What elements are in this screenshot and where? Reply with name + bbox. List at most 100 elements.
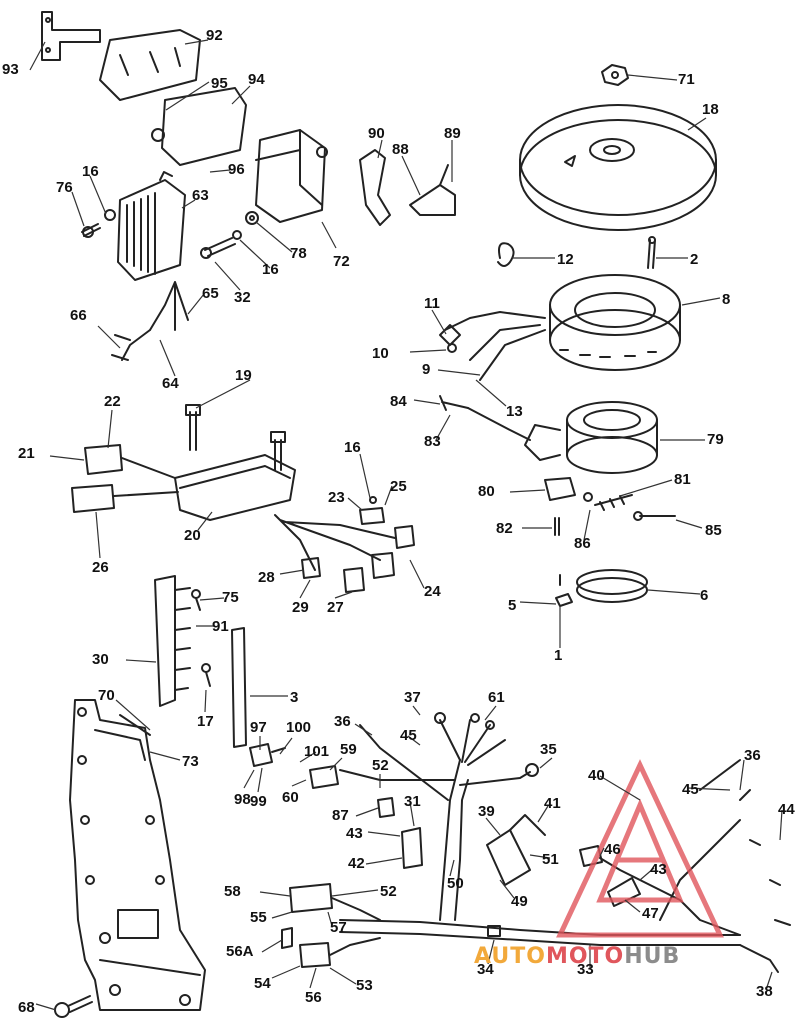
- callout-label: 34: [477, 961, 494, 978]
- watermark-text: AUTOMOTOHUB: [474, 944, 680, 969]
- leader-line: [599, 847, 605, 857]
- part-stator-8: [549, 274, 681, 371]
- callout-label: 35: [540, 741, 557, 758]
- part-wiring-harness: [281, 712, 791, 973]
- leader-line: [401, 155, 421, 196]
- leader-line: [271, 911, 293, 919]
- callout-label: 66: [70, 307, 87, 324]
- leader-line: [537, 805, 549, 823]
- callout-label: 42: [348, 855, 365, 872]
- leader-line: [409, 559, 425, 589]
- part-power-pack-20: [174, 454, 296, 521]
- callout-label: 38: [756, 983, 773, 1000]
- leader-line: [639, 867, 655, 881]
- leader-line: [365, 857, 403, 865]
- callout-label: 50: [447, 875, 464, 892]
- callout-label: 54: [254, 975, 271, 992]
- callout-label: 83: [424, 433, 441, 450]
- part-bracket-93: [41, 11, 101, 61]
- callout-label: 52: [372, 757, 389, 774]
- part-screw-75: [191, 589, 211, 687]
- watermark-part-moto: MOTO: [545, 944, 625, 969]
- leader-line: [509, 489, 546, 493]
- callout-label: 53: [356, 977, 373, 994]
- callout-label: 16: [82, 163, 99, 180]
- leader-line: [331, 889, 379, 897]
- callout-label: 93: [2, 61, 19, 78]
- part-link-80: [544, 477, 676, 536]
- leader-line: [347, 497, 363, 511]
- leader-line: [435, 414, 451, 441]
- leader-line: [115, 699, 151, 731]
- leader-line: [485, 817, 501, 836]
- leader-line: [257, 767, 263, 793]
- callout-label: 44: [778, 801, 795, 818]
- callout-label: 52: [380, 883, 397, 900]
- leader-line: [95, 511, 101, 559]
- leader-line: [195, 379, 251, 409]
- leader-line: [279, 737, 293, 755]
- callout-label: 61: [488, 689, 505, 706]
- callout-label: 76: [56, 179, 73, 196]
- leader-line: [291, 779, 307, 787]
- callout-label: 39: [478, 803, 495, 820]
- callout-label: 80: [478, 483, 495, 500]
- callout-label: 21: [18, 445, 35, 462]
- leader-line: [261, 939, 283, 953]
- leader-line: [107, 409, 113, 449]
- callout-label: 99: [250, 793, 267, 810]
- part-screw-76: [81, 209, 116, 238]
- callout-label: 37: [404, 689, 421, 706]
- callout-label: 17: [197, 713, 214, 730]
- leader-line: [407, 735, 421, 746]
- part-plug-97: [249, 743, 286, 767]
- leader-line: [35, 1003, 57, 1011]
- leader-line: [255, 221, 293, 253]
- callout-label: 73: [182, 753, 199, 770]
- callout-label: 36: [744, 747, 761, 764]
- callout-label: 89: [444, 125, 461, 142]
- part-connectors-21: [71, 444, 179, 513]
- leader-line: [181, 199, 196, 209]
- callout-label: 22: [104, 393, 121, 410]
- part-screw-68: [54, 995, 93, 1018]
- leader-line: [49, 455, 85, 461]
- leader-line: [779, 809, 783, 841]
- part-timer-base-79: [524, 401, 658, 474]
- part-mounting-plate-73: [69, 699, 206, 1011]
- callout-label: 32: [234, 289, 251, 306]
- leader-line: [412, 705, 421, 716]
- leader-line: [329, 967, 357, 985]
- callout-label: 11: [424, 295, 440, 312]
- callout-label: 65: [202, 285, 219, 302]
- callout-label: 33: [577, 961, 594, 978]
- leader-line: [231, 85, 251, 105]
- leader-line: [487, 939, 495, 965]
- callout-label: 16: [344, 439, 361, 456]
- leader-line: [89, 175, 107, 215]
- callout-label: 9: [422, 361, 431, 378]
- leader-line: [199, 597, 225, 601]
- leader-line: [681, 297, 721, 306]
- leader-line: [675, 519, 703, 529]
- callout-label: 31: [404, 793, 421, 810]
- callout-label: 70: [98, 687, 115, 704]
- callout-label: 79: [707, 431, 724, 448]
- callout-label: 91: [212, 618, 229, 635]
- leader-line: [583, 509, 591, 541]
- callout-label: 75: [222, 589, 239, 606]
- part-strip-3: [231, 627, 247, 748]
- part-cover-94: [151, 87, 247, 166]
- leader-line: [327, 911, 333, 927]
- callout-label: 18: [702, 101, 719, 118]
- callout-label: 90: [368, 125, 385, 142]
- callout-label: 58: [224, 883, 241, 900]
- leader-line: [409, 349, 447, 353]
- part-coil-72: [255, 129, 328, 223]
- callout-label: 19: [235, 367, 252, 384]
- leader-line: [309, 967, 317, 989]
- leader-line: [739, 759, 745, 791]
- callout-label: 49: [511, 893, 528, 910]
